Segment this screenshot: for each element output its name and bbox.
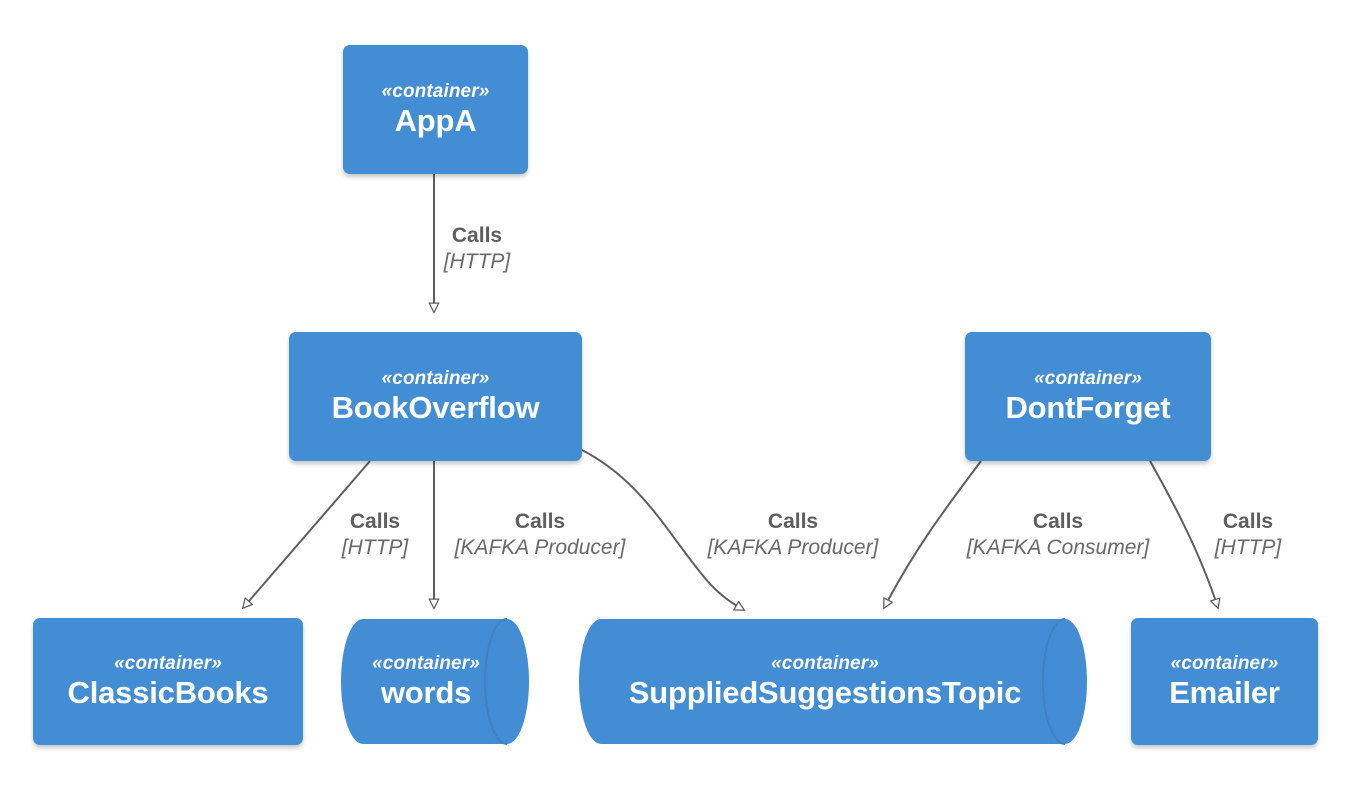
node-title: BookOverflow xyxy=(331,389,540,425)
edge-label-verb: Calls xyxy=(451,224,503,247)
edge-label-bookoverflow-to-topic: Calls [KAFKA Producer] xyxy=(708,510,879,559)
cylinder-label-group: «container» words xyxy=(341,618,529,745)
edge-label-verb: Calls xyxy=(767,510,819,533)
edge-dontforget-to-emailer xyxy=(1149,460,1218,608)
edge-label-dontforget-to-emailer: Calls [HTTP] xyxy=(1215,510,1282,559)
edge-label-verb: Calls xyxy=(514,510,566,533)
node-title: ClassicBooks xyxy=(67,674,269,710)
node-appa[interactable]: «container» AppA xyxy=(343,45,528,174)
edge-label-tech: [KAFKA Consumer] xyxy=(966,535,1150,559)
edge-label-bookoverflow-to-classicbooks: Calls [HTTP] xyxy=(342,510,409,559)
edge-label-appa-to-bookoverflow: Calls [HTTP] xyxy=(444,224,511,273)
node-title: Emailer xyxy=(1169,674,1280,710)
node-stereotype: «container» xyxy=(1170,652,1279,674)
edge-label-tech: [KAFKA Producer] xyxy=(707,535,879,559)
node-title: AppA xyxy=(394,102,477,138)
edge-label-tech: [HTTP] xyxy=(1214,535,1282,559)
node-stereotype: «container» xyxy=(381,80,490,102)
cylinder-label-group: «container» SuppliedSuggestionsTopic xyxy=(579,618,1087,745)
node-title: DontForget xyxy=(1005,389,1171,425)
edge-label-verb: Calls xyxy=(1222,510,1274,533)
edge-label-dontforget-to-topic: Calls [KAFKA Consumer] xyxy=(967,510,1149,559)
node-stereotype: «container» xyxy=(381,367,490,389)
node-stereotype: «container» xyxy=(771,652,879,674)
node-classicbooks[interactable]: «container» ClassicBooks xyxy=(33,618,303,745)
edge-label-bookoverflow-to-words: Calls [KAFKA Producer] xyxy=(455,510,626,559)
node-title: words xyxy=(380,674,472,710)
node-words[interactable]: «container» words xyxy=(341,618,529,745)
node-bookoverflow[interactable]: «container» BookOverflow xyxy=(289,332,582,461)
edge-label-tech: [HTTP] xyxy=(443,249,511,273)
node-stereotype: «container» xyxy=(372,652,480,674)
node-stereotype: «container» xyxy=(1034,367,1142,389)
node-stereotype: «container» xyxy=(114,652,222,674)
cylinder-shape xyxy=(341,618,529,745)
node-emailer[interactable]: «container» Emailer xyxy=(1131,618,1318,745)
cylinder-shape xyxy=(579,618,1087,745)
edge-label-tech: [HTTP] xyxy=(341,535,409,559)
edge-label-verb: Calls xyxy=(349,510,401,533)
node-suppliedsuggestionstopic[interactable]: «container» SuppliedSuggestionsTopic xyxy=(579,618,1087,745)
node-title: SuppliedSuggestionsTopic xyxy=(628,674,1022,710)
edge-label-verb: Calls xyxy=(1032,510,1084,533)
node-dontforget[interactable]: «container» DontForget xyxy=(965,332,1211,461)
edge-label-tech: [KAFKA Producer] xyxy=(454,535,626,559)
